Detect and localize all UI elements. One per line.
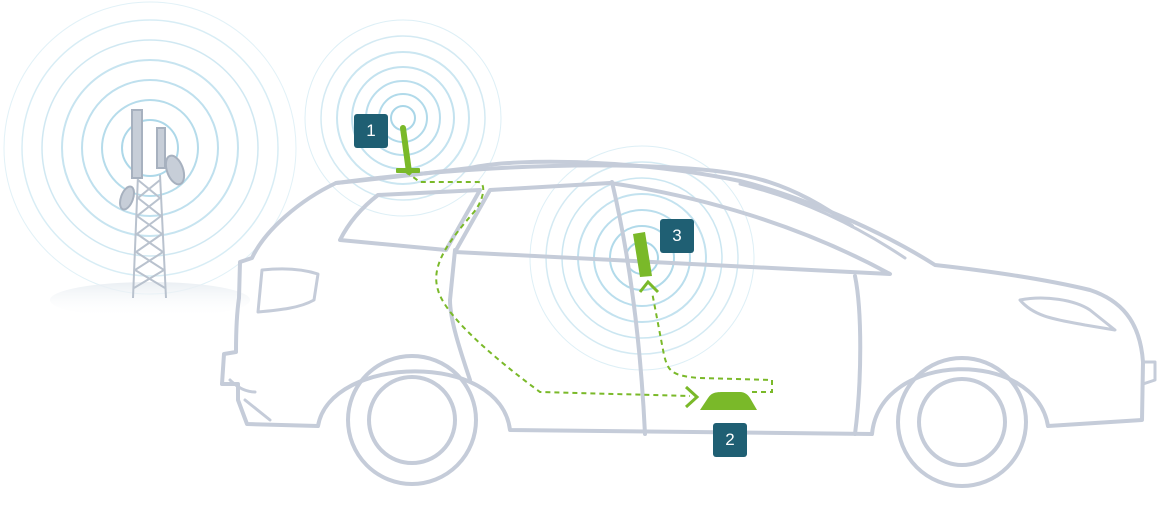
roof-antenna-signal-rings — [304, 19, 502, 217]
badge-booster: 2 — [713, 423, 747, 457]
front-wheel — [346, 354, 478, 486]
roof-antenna-icon — [396, 125, 420, 175]
booster-icon — [700, 392, 757, 410]
tower-ground — [50, 282, 250, 318]
badge-outside-antenna: 1 — [354, 114, 388, 148]
cell-tower-icon — [119, 109, 186, 299]
badge-inside-antenna: 3 — [660, 219, 694, 253]
interior-antenna-icon — [633, 232, 652, 277]
tower-signal-rings — [3, 1, 297, 295]
suv-outline — [220, 159, 1157, 436]
rear-wheel — [896, 356, 1028, 488]
cable-arrow-interior — [638, 279, 660, 294]
cable-arrow-booster — [684, 385, 700, 409]
coax-cable-booster-to-interior — [651, 291, 773, 393]
